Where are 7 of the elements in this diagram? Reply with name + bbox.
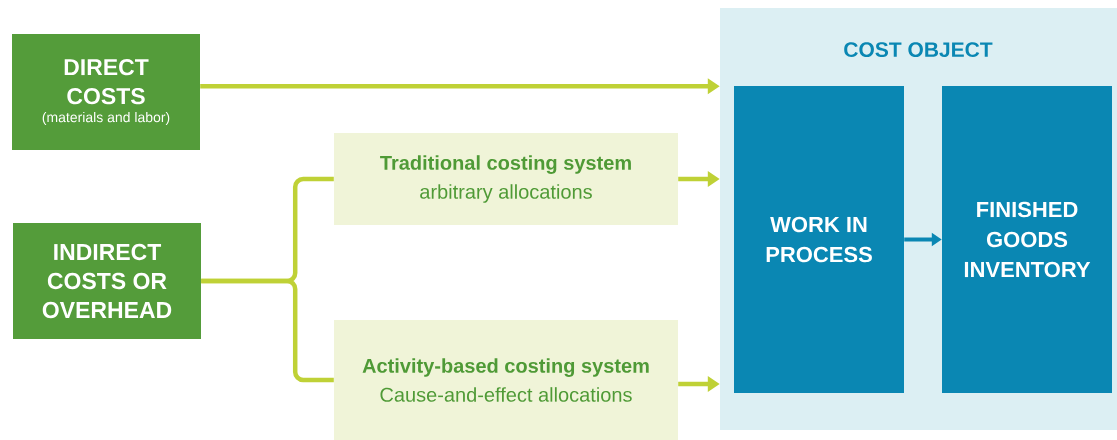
costing-system-box: Activity-based costing system Cause-and-effect allocations xyxy=(334,320,678,440)
costing-system-box: Traditional costing system arbitrary allocations xyxy=(334,133,678,225)
bracket-connector xyxy=(201,278,334,383)
stage-box: FINISHED GOODS INVENTORY xyxy=(942,86,1112,393)
cost-box: INDIRECT COSTS OR OVERHEAD xyxy=(13,223,201,339)
stage-box: WORK IN PROCESS xyxy=(734,86,904,393)
cost-box: DIRECT COSTS (materials and labor) xyxy=(12,34,200,150)
